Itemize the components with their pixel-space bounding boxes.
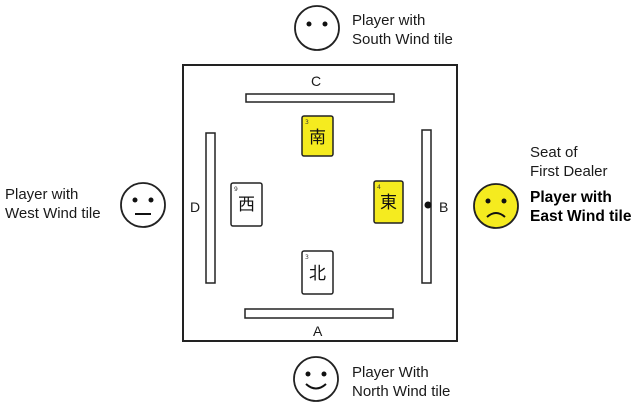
tile-east-wind: 4 東 (373, 180, 404, 224)
tile-south-char: 南 (309, 128, 326, 148)
tile-north-char: 北 (309, 264, 326, 284)
west-player-face-icon (120, 182, 166, 228)
dealer-seat-caption-line1: Seat of (530, 144, 578, 161)
tile-east-char: 東 (380, 193, 397, 213)
tile-west-wind: 9 西 (230, 182, 263, 227)
tile-east-number: 4 (377, 184, 381, 191)
north-player-label: Player With North Wind tile (352, 363, 450, 401)
north-player-label-line2: North Wind tile (352, 383, 451, 400)
table-side-label-left: D (190, 199, 201, 215)
wall-left (205, 132, 216, 284)
table-outline (182, 64, 458, 342)
dealer-seat-caption: Seat of First Dealer (530, 143, 608, 181)
east-player-label: Player with East Wind tile (530, 188, 631, 226)
west-player-label-line2: West Wind tile (5, 205, 101, 222)
tile-south-number: 3 (305, 119, 309, 126)
south-player-label-line1: Player with (352, 12, 426, 29)
wall-bottom (244, 308, 394, 319)
tile-north-wind: 3 北 (301, 250, 334, 295)
south-player-label: Player with South Wind tile (352, 11, 453, 49)
south-player-label-line2: South Wind tile (352, 31, 453, 48)
north-player-label-line1: Player With (352, 364, 429, 381)
east-player-face-icon (473, 183, 519, 229)
tile-west-char: 西 (238, 195, 255, 215)
east-player-label-line1: Player with (530, 189, 612, 206)
north-player-face-icon (293, 356, 339, 402)
table-side-label-right: B (439, 199, 449, 215)
tile-south-wind: 3 南 (301, 115, 334, 157)
wall-top (245, 93, 395, 103)
east-player-label-line2: East Wind tile (530, 208, 632, 225)
south-player-face-icon (294, 5, 340, 51)
table-side-label-bottom: A (313, 323, 323, 339)
dealer-marker-dot (424, 201, 432, 209)
west-player-label: Player with West Wind tile (5, 185, 101, 223)
west-player-label-line1: Player with (5, 186, 79, 203)
table-side-label-top: C (311, 73, 322, 89)
tile-north-number: 3 (305, 254, 309, 261)
dealer-seat-caption-line2: First Dealer (530, 163, 608, 180)
tile-west-number: 9 (234, 186, 238, 193)
